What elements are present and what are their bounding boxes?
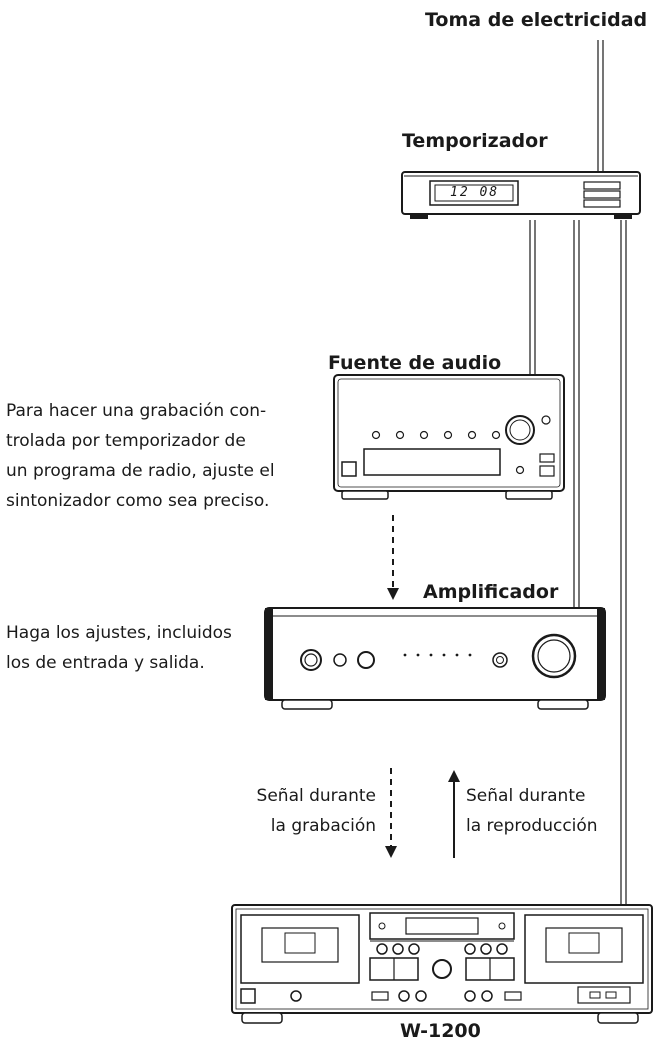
source-note-line: sintonizador como sea preciso. — [6, 491, 270, 511]
power-cord-source — [529, 220, 536, 375]
recording-signal-line: Señal durante — [256, 786, 376, 806]
timer-display-readout: 12 08 — [450, 185, 500, 200]
outlet-label: Toma de electricidad — [425, 9, 648, 31]
signal-arrow-source-to-amp — [387, 515, 399, 600]
source-note-line: trolada por temporizador de — [6, 431, 246, 451]
amplifier-note: Haga los ajustes, incluidos los de entra… — [6, 618, 232, 678]
playback-signal-line: Señal durante — [466, 786, 586, 806]
source-note-line: un programa de radio, ajuste el — [6, 461, 275, 481]
playback-signal-arrow — [448, 770, 460, 858]
playback-signal-label: Señal durante la reproducción — [466, 781, 598, 841]
amplifier-label: Amplificador — [423, 581, 559, 603]
deck-model-label: W-1200 — [400, 1020, 481, 1042]
power-cord-deck — [620, 220, 627, 905]
recording-signal-arrow — [385, 768, 397, 858]
recording-signal-line: la grabación — [270, 816, 376, 836]
audio-source-device — [333, 374, 565, 500]
source-note-line: Para hacer una grabación con- — [6, 401, 267, 421]
power-cord-outlet — [597, 40, 604, 172]
timer-label: Temporizador — [402, 130, 548, 152]
timer-device — [401, 171, 641, 219]
source-note: Para hacer una grabación con- trolada po… — [6, 396, 275, 516]
amp-note-line: Haga los ajustes, incluidos — [6, 623, 232, 643]
recording-signal-label: Señal durante la grabación — [236, 781, 376, 841]
amp-note-line: los de entrada y salida. — [6, 653, 205, 673]
power-cord-amplifier — [573, 220, 580, 608]
cassette-deck-device — [231, 904, 653, 1024]
audio-source-label: Fuente de audio — [328, 352, 502, 374]
amplifier-device — [264, 607, 606, 710]
playback-signal-line: la reproducción — [466, 816, 598, 836]
